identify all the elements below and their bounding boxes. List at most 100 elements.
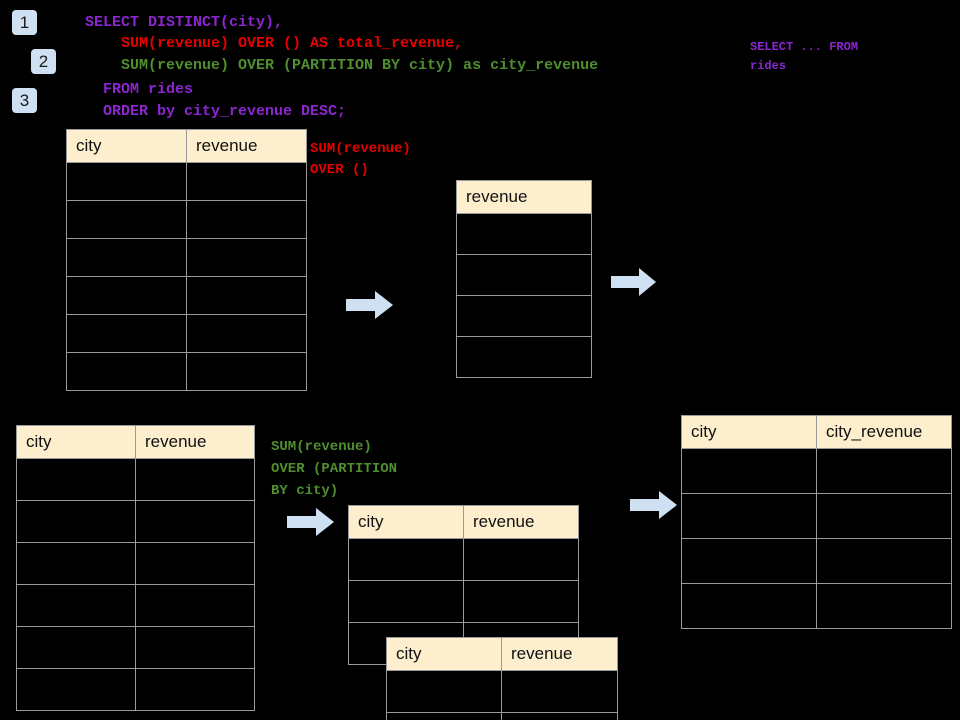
column-header-city: city [681,415,817,449]
cell-revenue [501,670,618,713]
table-row [348,580,579,623]
cell-city-revenue [816,448,952,494]
table-row [16,626,255,669]
table-row [456,336,592,378]
callout-select-from-line1: SELECT ... FROM [750,40,859,54]
cell-revenue [135,584,255,627]
table-row [66,314,307,353]
sql-line-total-revenue: SUM(revenue) OVER () AS total_revenue, [85,35,464,52]
cell-city [16,584,136,627]
column-header-city-revenue: city_revenue [816,415,952,449]
table-header-row: city revenue [348,505,579,539]
cell-revenue [135,626,255,669]
column-header-revenue: revenue [463,505,579,539]
cell-city [16,626,136,669]
cell-city [386,670,502,713]
cell-city [66,276,187,315]
rides-source-table: city revenue [66,129,307,391]
cell-city-revenue [816,583,952,629]
table-row [16,542,255,585]
callout-sum-over-partition-line1: SUM(revenue) [271,439,372,455]
sql-line-order-by: ORDER by city_revenue DESC; [85,103,347,120]
cell-revenue [463,580,579,623]
column-header-revenue: revenue [456,180,592,214]
step-badge-2: 2 [31,49,56,74]
column-header-revenue: revenue [186,129,307,163]
cell-city [386,712,502,720]
partition-group-table-front: city revenue [386,637,618,720]
table-row [456,213,592,255]
table-row [681,448,952,494]
cell-revenue [186,276,307,315]
step-badge-3: 3 [12,88,37,113]
sql-line-from: FROM rides [85,81,194,98]
table-row [66,276,307,315]
cell-city [681,493,817,539]
table-header-row: revenue [456,180,592,214]
cell-revenue [456,254,592,296]
table-row [66,238,307,277]
table-row [386,712,618,720]
table-row [16,458,255,501]
cell-city [16,458,136,501]
cell-city [16,542,136,585]
table-header-row: city revenue [66,129,307,163]
cell-revenue [456,213,592,255]
table-header-row: city revenue [16,425,255,459]
table-row [681,583,952,629]
cell-revenue [135,500,255,543]
table-header-row: city city_revenue [681,415,952,449]
column-header-revenue: revenue [501,637,618,671]
callout-sum-over-partition-line2: OVER (PARTITION [271,461,398,477]
cell-city [348,538,464,581]
sql-line-city-revenue: SUM(revenue) OVER (PARTITION BY city) as… [85,57,599,74]
table-row [16,584,255,627]
cell-city [66,162,187,201]
arrow-total-to-result [611,267,657,302]
cell-city [16,668,136,711]
table-row [66,200,307,239]
cell-revenue [463,538,579,581]
column-header-revenue: revenue [135,425,255,459]
arrow-source2-to-partition [287,507,335,542]
cell-revenue [186,200,307,239]
cell-revenue [456,295,592,337]
city-revenue-result-table: city city_revenue [681,415,952,629]
callout-sum-over-empty-line2: OVER () [310,162,369,178]
cell-city [16,500,136,543]
callout-sum-over-partition-line3: BY city) [271,483,339,499]
arrow-partition-to-result [630,490,678,525]
cell-city [66,200,187,239]
table-row [681,538,952,584]
cell-city [681,448,817,494]
cell-revenue [501,712,618,720]
sql-line-select: SELECT DISTINCT(city), [85,14,284,31]
table-row [16,500,255,543]
cell-city [66,314,187,353]
rides-source-table-2: city revenue [16,425,255,711]
cell-city-revenue [816,538,952,584]
cell-revenue [456,336,592,378]
callout-select-from-line2: rides [750,59,787,73]
table-row [16,668,255,711]
table-row [386,670,618,713]
column-header-city: city [348,505,464,539]
arrow-source-to-total [346,290,394,325]
cell-city [66,238,187,277]
cell-city [681,583,817,629]
cell-revenue [186,352,307,391]
column-header-city: city [16,425,136,459]
callout-sum-over-empty-line1: SUM(revenue) [310,141,411,157]
cell-city [66,352,187,391]
cell-city [348,580,464,623]
cell-revenue [135,458,255,501]
table-row [681,493,952,539]
column-header-city: city [386,637,502,671]
table-row [66,352,307,391]
cell-revenue [186,314,307,353]
table-row [456,295,592,337]
cell-city-revenue [816,493,952,539]
step-badge-1: 1 [12,10,37,35]
cell-revenue [135,542,255,585]
